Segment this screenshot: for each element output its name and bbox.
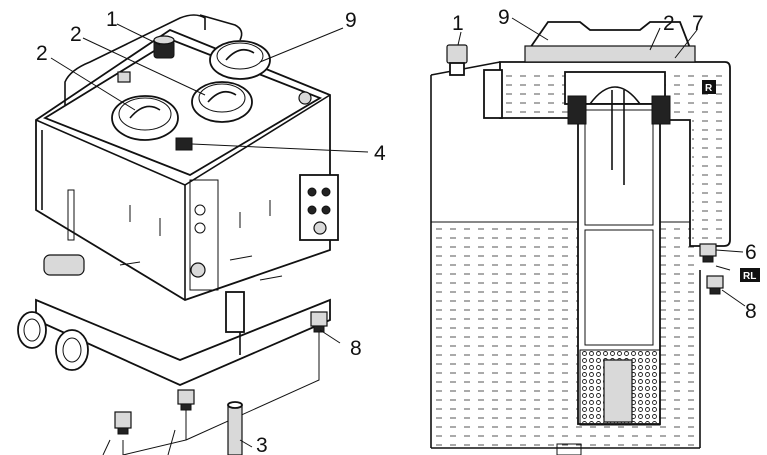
top-port bbox=[298, 91, 312, 105]
filler-cap-icon bbox=[153, 35, 175, 59]
left-callout-3: 3 bbox=[256, 434, 268, 455]
filter-element-bottom bbox=[584, 229, 654, 346]
top-cover bbox=[528, 21, 692, 49]
left-callout-4: 4 bbox=[374, 142, 386, 165]
right-callout-9: 9 bbox=[498, 6, 510, 29]
right-callout-6: 6 bbox=[745, 241, 757, 264]
left-callout-2b: 2 bbox=[70, 23, 82, 46]
connector-5 bbox=[313, 221, 327, 235]
reservoir-fluid-side bbox=[692, 120, 726, 242]
front-panel bbox=[189, 179, 219, 291]
hose-connector-1 bbox=[17, 311, 47, 349]
left-isometric-view bbox=[17, 14, 339, 455]
foot-8-left bbox=[114, 411, 132, 435]
bottom-outlet bbox=[556, 443, 582, 455]
hose-connector-2 bbox=[55, 329, 89, 371]
panel-hole-2 bbox=[194, 222, 206, 234]
tank-lid bbox=[430, 61, 501, 76]
filter-dome bbox=[589, 86, 641, 105]
right-callout-7: 7 bbox=[692, 12, 704, 35]
switch-4 bbox=[175, 137, 193, 151]
left-callout-1: 1 bbox=[106, 8, 118, 31]
sight-glass bbox=[67, 189, 75, 241]
side-plate bbox=[43, 254, 85, 276]
right-section-view: R RL bbox=[430, 21, 760, 455]
tag-rl: RL bbox=[740, 268, 760, 282]
left-callouts: 1 2 2 9 4 8 3 bbox=[36, 8, 386, 455]
tag-r: R bbox=[702, 80, 716, 94]
vent-slots bbox=[119, 200, 283, 281]
filter-element-top bbox=[584, 109, 654, 226]
filter-cover-b bbox=[191, 81, 253, 123]
foot-8-mid bbox=[177, 389, 195, 411]
top-fitting bbox=[117, 71, 131, 83]
svg-text:RL: RL bbox=[743, 271, 756, 282]
hose-3 bbox=[227, 401, 243, 455]
left-leader-lines bbox=[50, 23, 369, 455]
right-callout-1: 1 bbox=[452, 12, 464, 35]
inlet-pipe bbox=[483, 69, 503, 119]
handle-rear bbox=[64, 14, 206, 105]
cover-flange bbox=[524, 45, 696, 63]
seal-left bbox=[567, 95, 587, 125]
right-filler-cap-icon bbox=[446, 44, 468, 76]
filter-cover-c bbox=[209, 40, 271, 80]
connector-3 bbox=[307, 205, 317, 215]
panel-port bbox=[190, 262, 206, 278]
fitting-8 bbox=[706, 275, 724, 295]
right-callout-8: 8 bbox=[745, 300, 757, 323]
left-callout-9: 9 bbox=[345, 9, 357, 32]
right-leader-lines bbox=[457, 17, 746, 307]
foot-8-right bbox=[310, 311, 328, 333]
right-callout-2: 2 bbox=[663, 12, 675, 35]
connector-2 bbox=[321, 187, 331, 197]
left-callout-8: 8 bbox=[350, 337, 362, 360]
strainer-core bbox=[603, 359, 633, 423]
handle-right bbox=[199, 14, 243, 41]
connector-4 bbox=[321, 205, 331, 215]
filter-cover-a bbox=[111, 95, 179, 141]
svg-text:R: R bbox=[705, 83, 713, 94]
panel-hole-1 bbox=[194, 204, 206, 216]
bracket bbox=[225, 291, 245, 333]
left-callout-2a: 2 bbox=[36, 42, 48, 65]
connector-1 bbox=[307, 187, 317, 197]
right-callouts: 1 9 2 7 6 8 bbox=[452, 6, 757, 323]
seal-right bbox=[651, 95, 671, 125]
fitting-6 bbox=[699, 243, 717, 263]
